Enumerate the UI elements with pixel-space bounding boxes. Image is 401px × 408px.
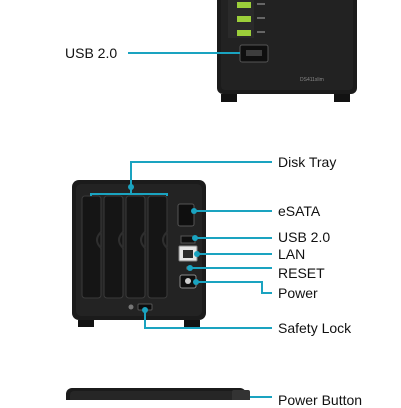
model-text: DS411slim (300, 77, 324, 83)
front-foot-left (221, 94, 237, 102)
bottom-device-face (70, 391, 242, 400)
led-caption-3 (257, 31, 265, 33)
disk-tray-2 (103, 195, 124, 299)
esata-port (177, 203, 195, 227)
power-jack-pin (185, 278, 191, 284)
callout-safety-lock (144, 310, 272, 329)
label-lan: LAN (278, 246, 306, 262)
disk-tray-1 (81, 195, 102, 299)
status-led-2 (237, 16, 251, 22)
label-reset: RESET (278, 265, 325, 281)
label-rear-usb: USB 2.0 (278, 229, 331, 245)
front-usb-slot (246, 50, 262, 56)
dot-esata (191, 208, 197, 214)
power-button-shape (232, 390, 250, 400)
rear-view-device (72, 180, 206, 327)
dot-power (193, 279, 199, 285)
chassis-screw (128, 304, 134, 310)
bottom-view-device (66, 388, 250, 400)
status-led-3 (237, 30, 251, 36)
label-disk-tray: Disk Tray (278, 154, 337, 170)
front-foot-right (334, 94, 350, 102)
dot-disk-tray (128, 184, 134, 190)
dot-rear-usb (192, 235, 198, 241)
led-caption-2 (257, 17, 265, 19)
callout-disk-tray (90, 161, 272, 196)
tray-grips (96, 231, 168, 249)
rear-foot-right (184, 320, 200, 327)
callout-power (196, 281, 272, 294)
label-power: Power (278, 285, 318, 301)
dot-reset (187, 265, 193, 271)
label-esata: eSATA (278, 203, 321, 219)
disk-tray-4 (147, 195, 168, 299)
dot-lan (194, 251, 200, 257)
callout-dots (128, 184, 200, 313)
label-safety-lock: Safety Lock (278, 320, 352, 336)
label-top-usb: USB 2.0 (65, 45, 118, 61)
led-caption-1 (257, 3, 265, 5)
disk-tray-3 (125, 195, 146, 299)
label-power-button: Power Button (278, 392, 363, 408)
callout-lines (90, 52, 272, 398)
rear-foot-left (78, 320, 94, 327)
status-led-1 (237, 2, 251, 8)
front-view-device (217, 0, 357, 102)
front-device-face (221, 0, 353, 90)
dot-safety-lock (142, 307, 148, 313)
lan-socket (183, 250, 193, 258)
